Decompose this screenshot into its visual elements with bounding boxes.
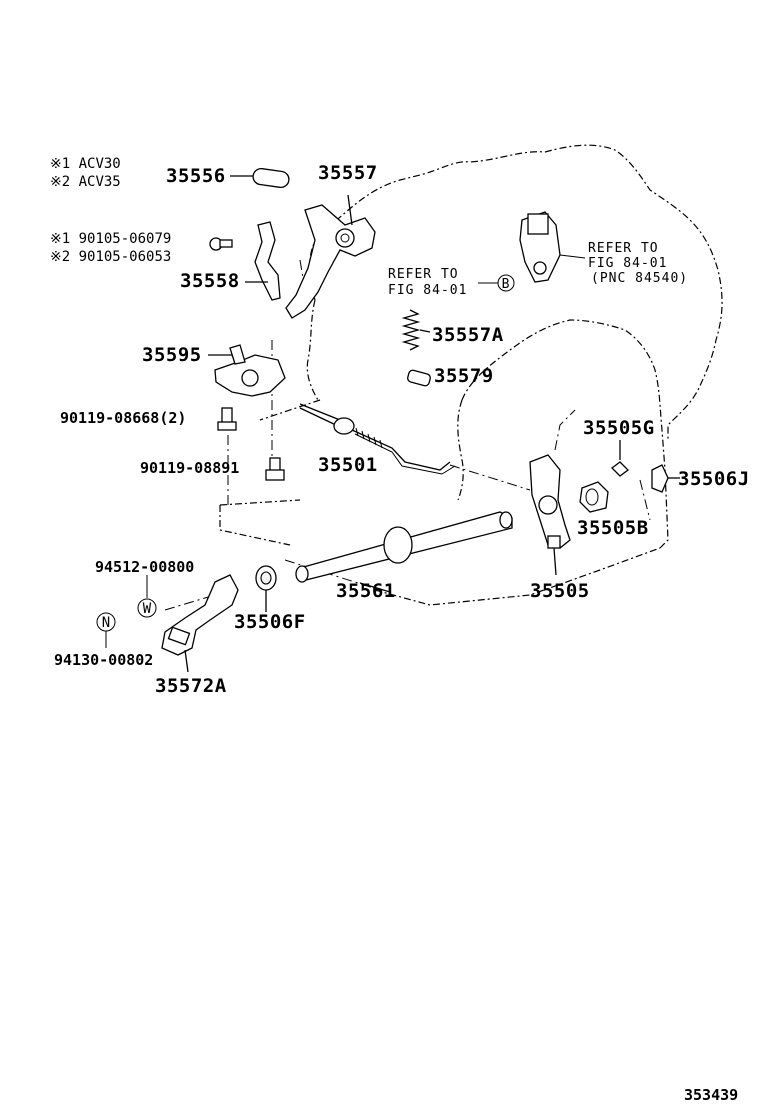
bolt-90119-08668: [217, 407, 237, 431]
part-35579-pin: [407, 369, 431, 387]
part-35505-lever: [529, 454, 571, 576]
part-35556-pin: [230, 167, 290, 189]
neutral-start-switch: [519, 211, 586, 283]
label-35557A: 35557A: [432, 324, 504, 346]
label-35505: 35505: [530, 580, 590, 602]
part-35557-lever: [285, 194, 376, 319]
ref-right-line-2: FIG 84-01: [588, 256, 667, 271]
label-35505G: 35505G: [583, 417, 655, 439]
marker-b: B: [497, 274, 515, 292]
ref-left-line-1: REFER TO: [388, 267, 459, 282]
label-94130-00802: 94130-00802: [54, 651, 153, 669]
rod-thread: [355, 427, 383, 449]
part-35506J-clip: [651, 464, 680, 493]
label-35556: 35556: [166, 165, 226, 187]
part-35505G-clip: [611, 440, 629, 477]
label-35572A: 35572A: [155, 675, 227, 697]
part-35505B-bushing: [579, 481, 609, 513]
part-35558-spring: [245, 221, 281, 301]
bolt-note-2: ※2 90105-06053: [50, 249, 171, 265]
label-35557: 35557: [318, 162, 378, 184]
label-35595: 35595: [142, 344, 202, 366]
part-35501-rod: [299, 403, 456, 475]
legend-note-1: ※1 ACV30: [50, 156, 121, 172]
label-35506F: 35506F: [234, 611, 306, 633]
label-35506J: 35506J: [678, 468, 750, 490]
marker-w: W: [137, 598, 157, 618]
legend: ※1 ACV30 ※2 ACV35 ※1 90105-06079 ※2 9010…: [50, 156, 171, 265]
bolt-90105: [209, 237, 233, 251]
reference-notes: REFER TO FIG 84-01 REFER TO FIG 84-01 (P…: [388, 241, 688, 298]
ref-right-line-3: (PNC 84540): [591, 271, 688, 286]
diagram-id: 353439: [684, 1086, 738, 1104]
part-35572A-manual-lever: [161, 574, 239, 673]
ref-left-line-2: FIG 84-01: [388, 283, 467, 298]
legend-note-2: ※2 ACV35: [50, 174, 121, 190]
part-35557A-spring: [401, 309, 431, 351]
label-35579: 35579: [434, 365, 494, 387]
marker-n: N: [96, 612, 116, 632]
part-35506F-seal: [255, 565, 277, 612]
transmission-case-outline: [219, 144, 723, 606]
label-94512-00800: 94512-00800: [95, 558, 194, 576]
marker-w-text: W: [143, 601, 152, 617]
marker-n-text: N: [102, 615, 110, 631]
part-35561-shaft: [295, 511, 513, 593]
label-90119-08891: 90119-08891: [140, 459, 239, 477]
part-35595-bracket: [208, 344, 286, 397]
bolt-note-1: ※1 90105-06079: [50, 231, 171, 247]
label-35561: 35561: [336, 580, 396, 602]
bolt-90119-08891: [265, 457, 285, 481]
label-35505B: 35505B: [577, 517, 649, 539]
label-35558: 35558: [180, 270, 240, 292]
label-35501: 35501: [318, 454, 378, 476]
part-labels: 35556 35557 35558 35595 90119-08668(2) 9…: [54, 162, 750, 697]
label-90119-08668: 90119-08668(2): [60, 409, 186, 427]
marker-b-text: B: [502, 277, 511, 292]
ref-right-line-1: REFER TO: [588, 241, 659, 256]
